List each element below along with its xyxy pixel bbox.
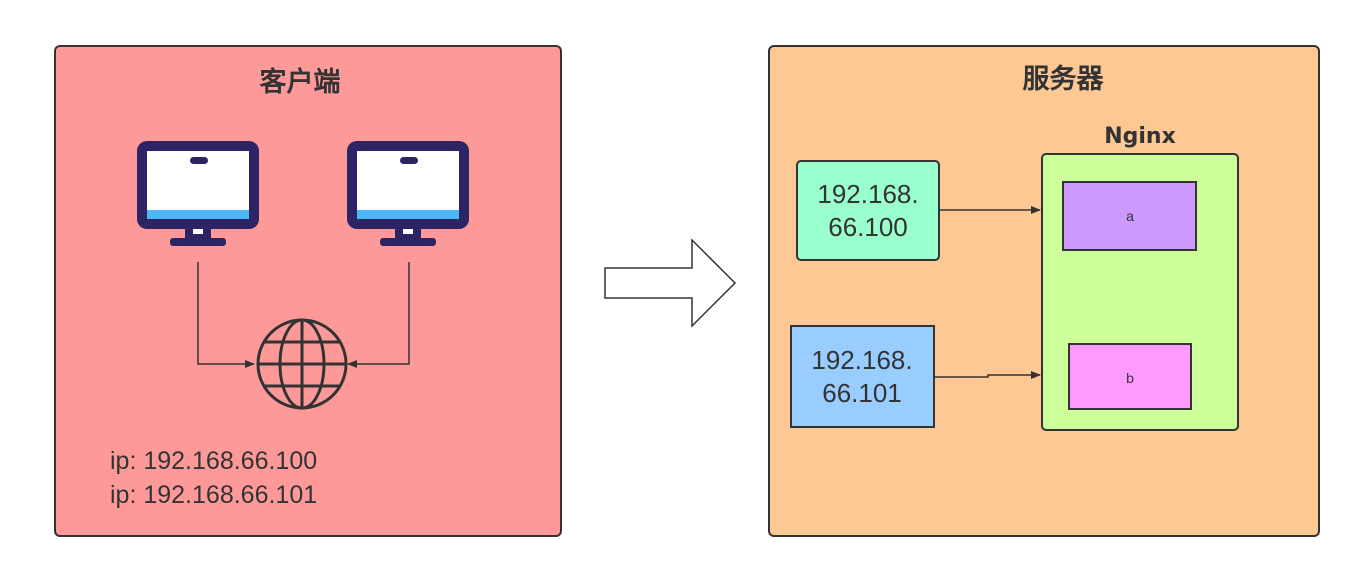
client-panel: 客户端 (54, 45, 562, 537)
ip-box (796, 160, 940, 261)
server-title: 服务器 (1023, 64, 1105, 95)
connector-arrow (934, 371, 1041, 379)
site-a-label: a (1126, 208, 1134, 224)
ip-box-line: 192.168. (811, 345, 912, 375)
client-title: 客户端 (260, 66, 341, 98)
client-ip-line: ip: 192.168.66.101 (110, 481, 317, 509)
ip-box-line: 192.168. (817, 179, 918, 209)
ip-box-line: 66.101 (822, 378, 902, 408)
connector-arrow (347, 262, 410, 368)
nginx-title: Nginx (1104, 124, 1176, 149)
monitor-icon (347, 141, 469, 246)
globe-icon (256, 318, 348, 410)
ip-box (790, 325, 935, 428)
monitor-icon (137, 141, 259, 246)
site-a-box (1062, 181, 1197, 251)
right-arrow-icon (604, 238, 737, 328)
site-b-label: b (1126, 370, 1134, 386)
connector-arrow (197, 262, 255, 368)
client-ip-line: ip: 192.168.66.100 (110, 447, 317, 475)
site-b-box (1068, 343, 1192, 410)
ip-box-line: 66.100 (828, 212, 908, 242)
server-panel: 服务器 Nginx a b 192.168. 66.100 192.168. 6… (768, 45, 1320, 537)
